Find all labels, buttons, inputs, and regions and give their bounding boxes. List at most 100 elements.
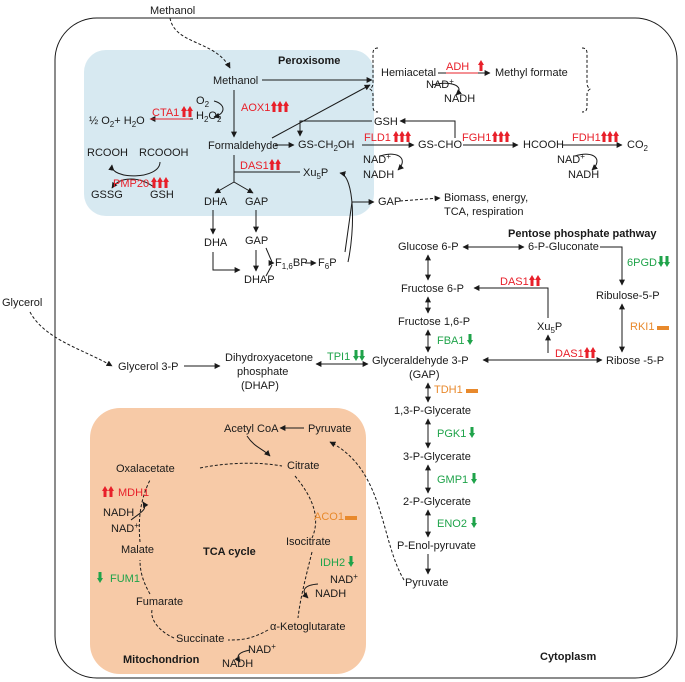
no-change-indicator-rki1: [657, 326, 669, 330]
enzyme-fum1: FUM1: [110, 573, 140, 585]
tca-label: TCA cycle: [203, 546, 256, 558]
down-arrow-icon-eno2: [471, 517, 477, 528]
cofactor-labels: NAD+ NADH NAD+ NADH NAD+ NADH NADH NAD+ …: [103, 77, 599, 670]
o2-node: O2: [196, 95, 210, 109]
up-arrow-icon-fld1: [405, 131, 411, 142]
enzyme-das1-perox: DAS1: [240, 160, 269, 172]
half-o2-h2o-node: ½ O2+ H2O: [89, 115, 145, 129]
enzyme-cta1: CTA1: [152, 107, 179, 119]
enzyme-labels: ADH CTA1 AOX1 FLD1 FGH1 FDH1 PMP20 DAS1 …: [110, 61, 657, 585]
enzyme-6pgd: 6PGD: [627, 257, 657, 269]
enzyme-pmp20: PMP20: [113, 178, 149, 190]
pg3-node: 3-P-Glycerate: [403, 451, 471, 463]
pg2-node: 2-P-Glycerate: [403, 496, 471, 508]
up-arrow-icon-das1a: [269, 159, 275, 170]
up-arrow-icon-fdh1: [601, 131, 607, 142]
dha2-node: DHA: [204, 237, 228, 249]
methanol-source-label: Methanol: [150, 5, 195, 17]
rcoooh-node: RCOOOH: [139, 147, 189, 159]
rcooh-node: RCOOH: [87, 147, 128, 159]
nadh-mdh1: NADH: [103, 507, 134, 519]
enzyme-tdh1: TDH1: [434, 384, 463, 396]
down-arrow-icon-tpi1: [353, 350, 359, 361]
up-arrow-icon-fgh1: [498, 131, 504, 142]
up-arrow-icon-fld1: [399, 131, 405, 142]
enzyme-fld1: FLD1: [364, 132, 391, 144]
biomass-line2: TCA, respiration: [444, 206, 523, 218]
pyruvate-mito-node: Pyruvate: [308, 423, 351, 435]
hemiacetal-label: Hemiacetal: [381, 67, 436, 79]
change-indicators: [97, 60, 670, 583]
up-arrow-icon-aox1: [271, 101, 277, 112]
enzyme-eno2: ENO2: [437, 518, 467, 530]
up-arrow-icon-das1b: [535, 275, 541, 286]
dhap-full-line1: Dihydroxyacetone: [225, 352, 313, 364]
enzyme-tpi1: TPI1: [327, 351, 350, 363]
up-arrow-icon-aox1: [277, 101, 283, 112]
methanol-node: Methanol: [213, 75, 258, 87]
up-arrow-icon-pmp20: [157, 177, 163, 188]
enzyme-aco1: ACO1: [314, 511, 344, 523]
up-arrow-icon-mdh1: [108, 486, 114, 497]
down-arrow-icon-gmp1: [471, 473, 477, 484]
gap-full-line1: Glyceraldehyde 3-P: [372, 355, 469, 367]
up-arrow-icon-fgh1: [492, 131, 498, 142]
acetylcoa-node: Acetyl CoA: [224, 423, 279, 435]
enzyme-gmp1: GMP1: [437, 474, 468, 486]
f16bp-node: F1,6BP: [275, 257, 308, 271]
nadh-idh2: NADH: [315, 588, 346, 600]
up-arrow-icon-aox1: [283, 101, 289, 112]
gap-full-line2: (GAP): [409, 369, 440, 381]
pyruvate-cyt-node: Pyruvate: [405, 577, 448, 589]
down-arrow-icon-idh2: [348, 556, 354, 567]
up-arrow-icon-das1c: [584, 347, 590, 358]
enzyme-mdh1: MDH1: [118, 487, 149, 499]
up-arrow-icon-cta1: [187, 106, 193, 117]
dhap-node: DHAP: [244, 274, 275, 286]
hcooh-node: HCOOH: [523, 139, 564, 151]
down-arrow-icon-fum1: [97, 572, 103, 583]
peroxisome-compartment: [84, 50, 374, 216]
nad-mdh1: NAD+: [111, 521, 139, 535]
pathway-arrows: [29, 17, 625, 663]
isocitrate-node: Isocitrate: [286, 536, 331, 548]
f6p-node: F6P: [318, 257, 337, 271]
nad-akg: NAD+: [248, 642, 276, 656]
up-arrow-icon-fdh1: [613, 131, 619, 142]
oxalacetate-node: Oxalacetate: [116, 463, 175, 475]
gsh-top-node: GSH: [374, 116, 398, 128]
fructose16p-node: Fructose 1,6-P: [398, 316, 470, 328]
nad-fdh1: NAD+: [557, 152, 585, 166]
cytoplasm-label: Cytoplasm: [540, 651, 596, 663]
h2o2-node: H2O2: [196, 110, 222, 124]
gsh-perox-node: GSH: [150, 189, 174, 201]
dhap-full-line3: (DHAP): [241, 380, 279, 392]
dha1-node: DHA: [204, 196, 228, 208]
ribulose5p-node: Ribulose-5-P: [596, 290, 660, 302]
peroxisome-label: Peroxisome: [278, 55, 340, 67]
up-arrow-icon-fdh1: [607, 131, 613, 142]
glycerol3p-node: Glycerol 3-P: [118, 361, 179, 373]
citrate-node: Citrate: [287, 460, 319, 472]
xu5p-ppp-node: Xu5P: [537, 321, 562, 335]
enzyme-rki1: RKI1: [630, 321, 654, 333]
up-arrow-icon-fld1: [393, 131, 399, 142]
mitochondrion-label: Mitochondrion: [123, 654, 200, 666]
enzyme-das1-ppp1: DAS1: [500, 276, 529, 288]
fumarate-node: Fumarate: [136, 596, 183, 608]
bpg13-node: 1,3-P-Glycerate: [394, 405, 471, 417]
nadh-fld1: NADH: [363, 169, 394, 181]
enzyme-fgh1: FGH1: [462, 132, 491, 144]
down-arrow-icon-tpi1: [359, 350, 365, 361]
up-arrow-icon-adh: [478, 60, 484, 71]
up-arrow-icon-cta1: [181, 106, 187, 117]
fructose6p-node: Fructose 6-P: [401, 283, 464, 295]
hemiacetal-bracket-right: [581, 47, 591, 113]
mitochondrion-compartment: [90, 408, 366, 674]
enzyme-fdh1: FDH1: [572, 132, 601, 144]
co2-node: CO2: [627, 139, 649, 153]
ppp-label: Pentose phosphate pathway: [508, 228, 657, 240]
enzyme-aox1: AOX1: [241, 102, 270, 114]
